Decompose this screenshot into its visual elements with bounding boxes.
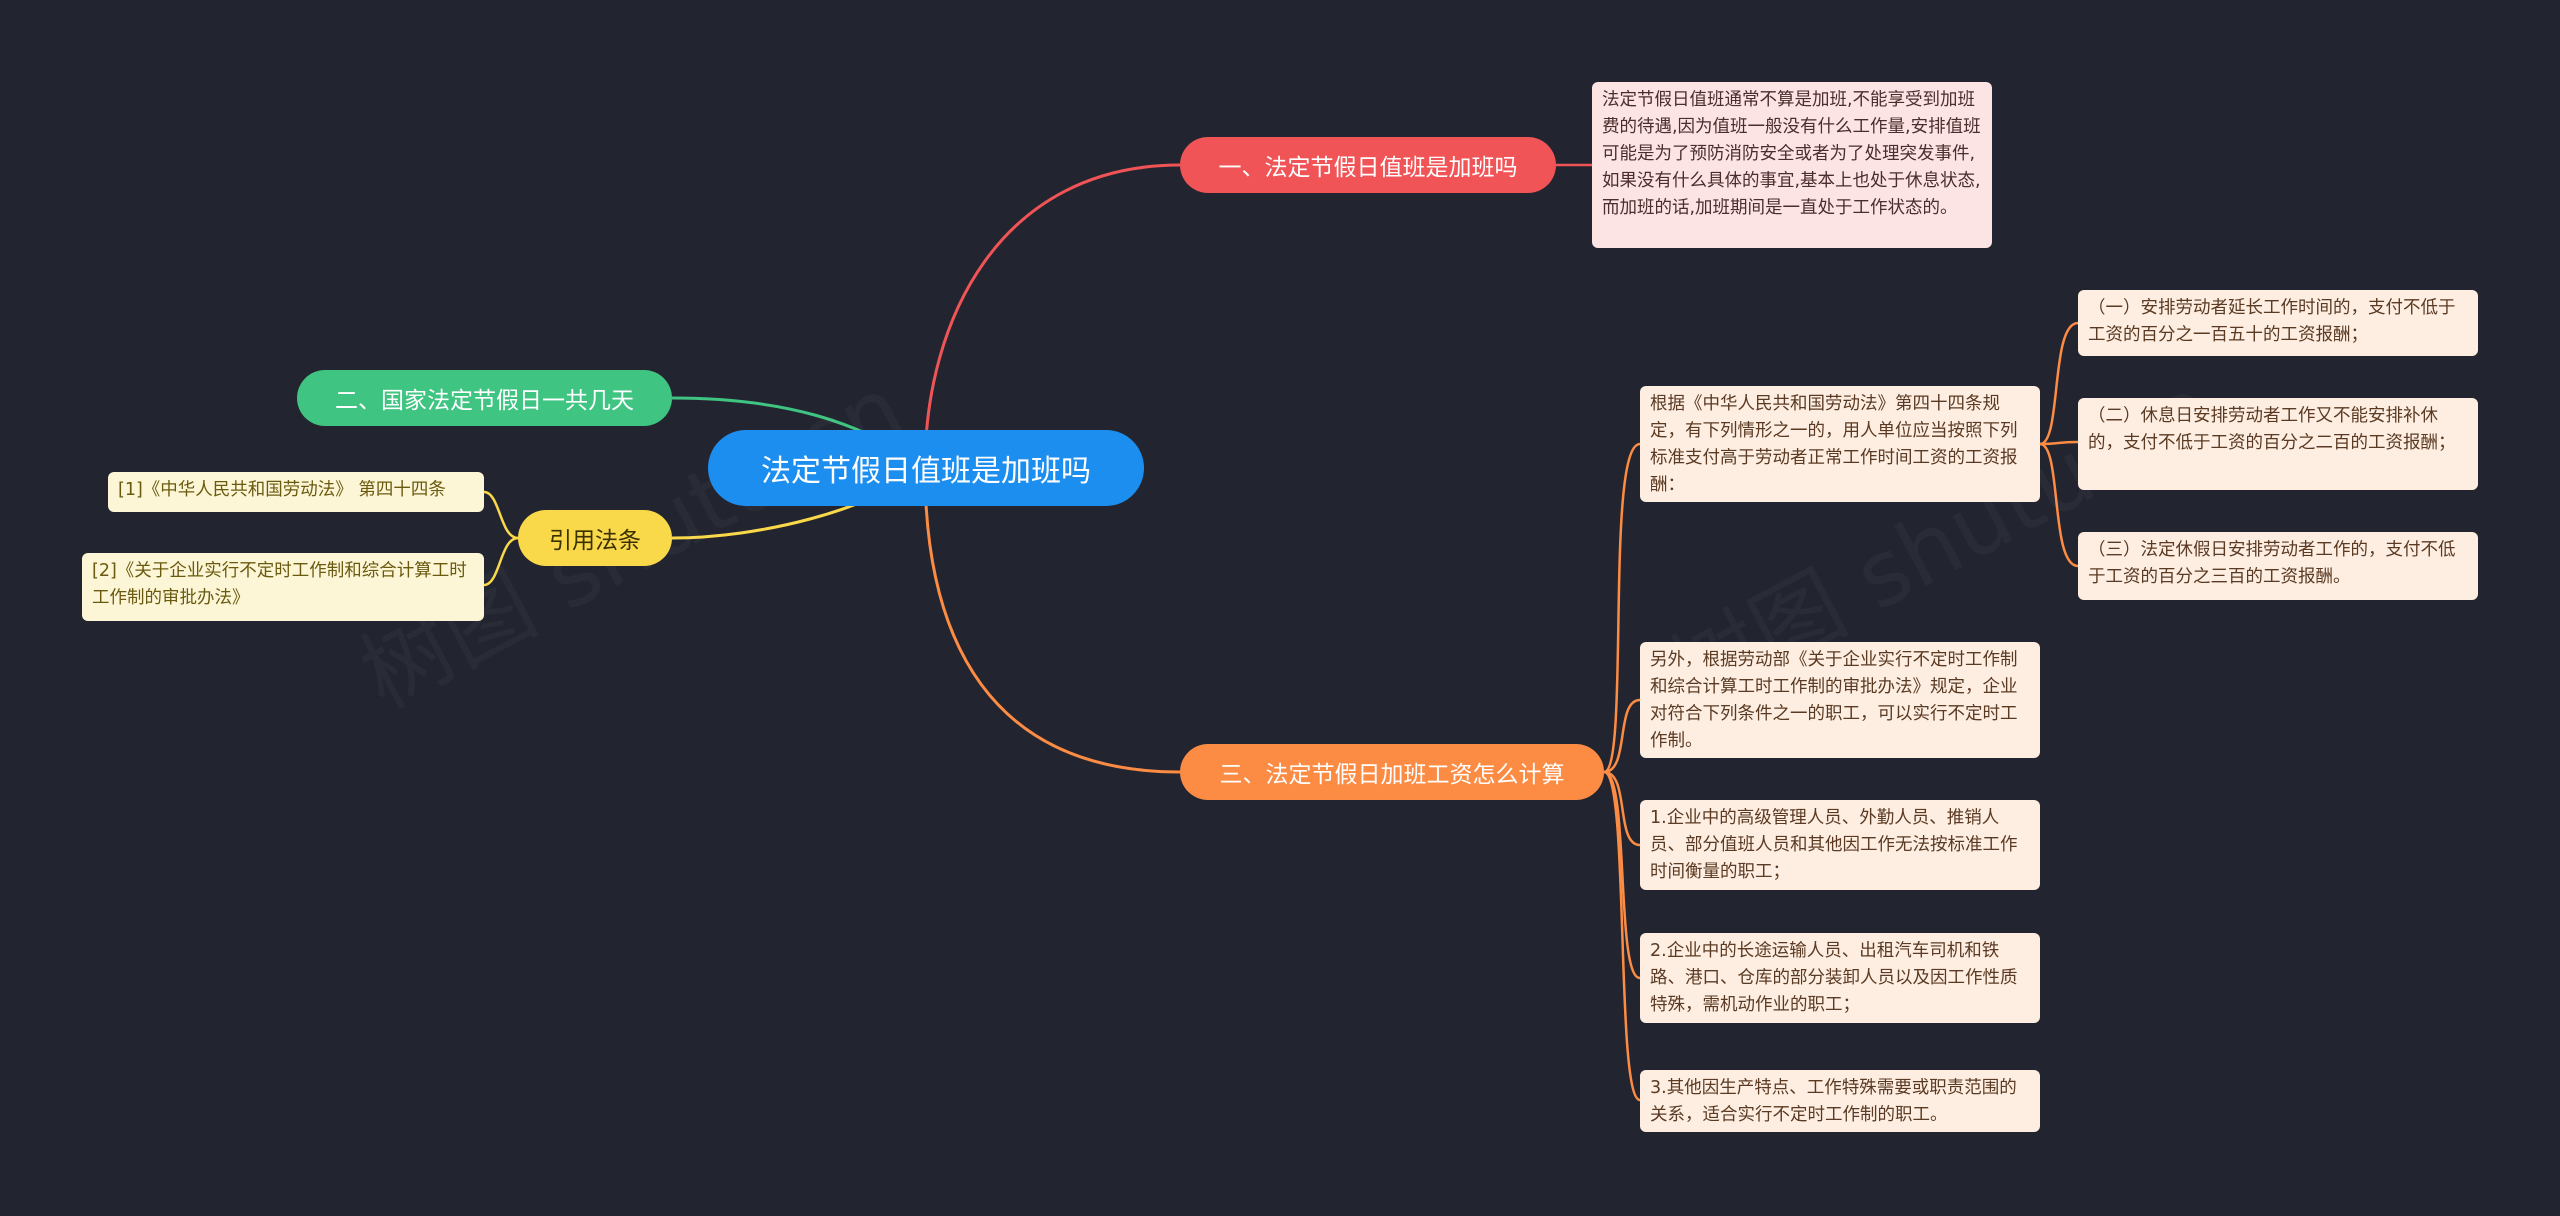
branch-3-detail[interactable]: 2.企业中的长途运输人员、出租汽车司机和铁路、港口、仓库的部分装卸人员以及因工作… [1640,933,2040,1023]
link-b4-leaf2 [1603,698,1641,774]
link-b3-leaf1 [483,490,519,540]
link-sub1 [2039,321,2079,446]
link-root-b1 [923,163,1181,469]
wage-rule-item[interactable]: （三）法定休假日安排劳动者工作的，支付不低于工资的百分之三百的工资报酬。 [2078,532,2478,600]
link-sub2 [2039,440,2079,446]
link-root-b4 [923,467,1181,774]
wage-rule-item[interactable]: （二）休息日安排劳动者工作又不能安排补休的，支付不低于工资的百分之二百的工资报酬… [2078,398,2478,490]
link-b4-leaf5 [1603,770,1641,1102]
link-sub3 [2039,442,2079,568]
branch-3-detail[interactable]: 另外，根据劳动部《关于企业实行不定时工作制和综合计算工时工作制的审批办法》规定，… [1640,642,2040,758]
branch-3-detail[interactable]: 根据《中华人民共和国劳动法》第四十四条规定，有下列情形之一的，用人单位应当按照下… [1640,386,2040,502]
citation-item[interactable]: [1]《中华人民共和国劳动法》 第四十四条 [108,472,484,512]
wage-rule-item[interactable]: （一）安排劳动者延长工作时间的，支付不低于工资的百分之一百五十的工资报酬； [2078,290,2478,356]
link-b4-leaf1 [1603,442,1641,774]
root-topic[interactable]: 法定节假日值班是加班吗 [708,430,1144,506]
citation-item[interactable]: [2]《关于企业实行不定时工作制和综合计算工时工作制的审批办法》 [82,553,484,621]
branch-topic-2[interactable]: 二、国家法定节假日一共几天 [297,370,672,426]
branch-3-detail[interactable]: 1.企业中的高级管理人员、外勤人员、推销人员、部分值班人员和其他因工作无法按标准… [1640,800,2040,890]
link-b4-leaf4 [1603,770,1641,980]
link-b4-leaf3 [1603,770,1641,847]
branch-topic-citations[interactable]: 引用法条 [518,510,672,566]
branch-topic-3[interactable]: 三、法定节假日加班工资怎么计算 [1180,744,1604,800]
branch-topic-1[interactable]: 一、法定节假日值班是加班吗 [1180,137,1556,193]
link-b3-leaf2 [483,536,519,587]
branch-1-detail[interactable]: 法定节假日值班通常不算是加班,不能享受到加班费的待遇,因为值班一般没有什么工作量… [1592,82,1992,248]
branch-3-detail[interactable]: 3.其他因生产特点、工作特殊需要或职责范围的关系，适合实行不定时工作制的职工。 [1640,1070,2040,1132]
